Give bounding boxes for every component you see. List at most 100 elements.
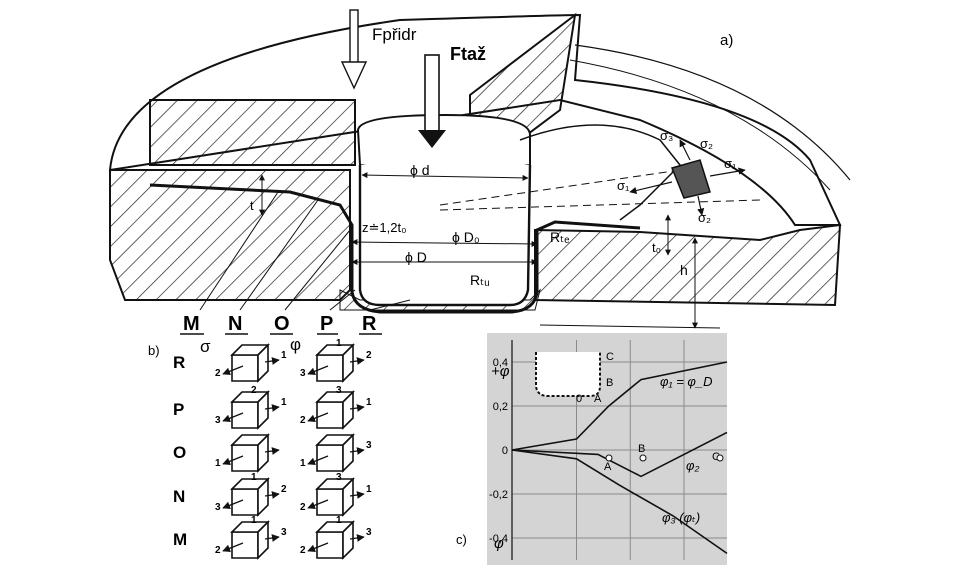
cube-axis-number: 2 [215,368,221,379]
cube-phi-m: 2 3 1 [300,515,372,560]
point-label-a: A [604,461,612,473]
strain-chart: 0,4 0,2 0 -0,2 -0,4 +φ φ c) C B 0 A φ₁ = φ_D… [456,333,728,565]
curve-label-phi2: φ₂ [686,458,699,473]
cube-axis-number: 3 [281,527,287,538]
dim-line-d [361,172,529,181]
zone-letter-p: P [320,313,333,335]
thickness-label-t: t [250,198,254,213]
cube-axis-number: 3 [215,415,221,426]
cube-axis-number: 3 [336,472,342,483]
cube-sigma-r: 21 [215,343,287,383]
cube-row-label-o: O [173,443,186,462]
inset-label-a: A [594,393,602,405]
cube-axis-number: 1 [366,397,372,408]
dim-label-D0: ϕ D₀ [452,229,480,245]
die-ring-arc-mid [569,59,831,191]
dash-line-b [439,199,761,211]
dash-line-a [439,169,681,206]
chart-inset-cup: C B 0 A [535,351,614,405]
series-line-2 [511,431,728,478]
stress-label-s2-top: σ₂ [700,136,713,151]
blankholder-left [149,99,356,166]
zone-letter-m: M [183,313,200,335]
y-tick-label: 0,4 [493,357,508,369]
die-right [534,223,842,307]
radius-label-rte: Rₜₑ [550,229,569,245]
y-tick-label: 0,2 [493,401,508,413]
die-ring-arc-inner [574,44,851,181]
punch [356,113,531,174]
baseline-h [539,324,721,329]
cube-phi-p: 2 1 3 [300,385,372,430]
drawing-tool-section: a) Fpřidr Ftaž ϕ d ϕ D₀ ϕ D z≐1,2t₀ t t₀… [108,9,851,335]
point-marker-c [716,454,724,462]
stress-label-s3: σ₃ [660,128,673,143]
point-marker-a [605,454,613,462]
y-tick-label: -0,2 [489,489,508,501]
chart-axis-top-label: +φ [491,363,510,380]
punch-body [358,164,532,307]
cube-axis-number: 1 [281,350,287,361]
cube-row-label-p: P [173,400,184,419]
cube-row-label-r: R [173,353,185,372]
column-label-phi: φ [290,335,301,354]
cube-sigma-n: 321 [215,472,287,517]
chart-y-ticks: 0,40,20-0,2-0,4 [489,357,508,545]
cube-axis-number: 2 [300,545,306,556]
inset-label-b: B [606,377,613,389]
chart-series [511,361,728,555]
curve-label-phi1: φ₁ = φ_D [660,374,713,389]
curve-label-phi3: φ₃ (φₜ) [662,510,700,525]
panel-label-b: b) [148,343,160,358]
cube-sigma-o: 1 [215,433,280,473]
force-label-punch: Ftaž [450,44,486,64]
zone-letter-r: R [362,313,377,335]
cube-axis-number: 1 [336,338,342,349]
cube-axis-number: 1 [366,484,372,495]
series-line-1 [511,361,728,451]
zone-leaders [199,191,411,311]
column-label-sigma: σ [200,337,211,356]
stress-label-s1-left: σ₁ [617,178,630,193]
zone-letter-row: M N O P R [183,313,377,335]
stress-label-s2-bottom: σ₂ [698,210,711,225]
inset-label-0: 0 [576,393,582,405]
cube-axis-number: 2 [300,415,306,426]
cube-axis-number: 2 [300,502,306,513]
zone-letter-o: O [274,313,290,335]
point-label-b: B [638,443,645,455]
cube-phi-n: 2 1 3 [300,472,372,517]
cube-axis-number: 3 [366,440,372,451]
cube-axis-number: 3 [336,385,342,396]
dim-line-D0 [351,239,538,247]
force-arrow-blankholder [340,9,368,90]
cube-axis-number: 3 [366,527,372,538]
thickness-label-t0: t₀ [652,240,661,255]
cube-axis-number: 1 [251,472,257,483]
cube-axis-number: 3 [215,502,221,513]
flange-sheet [519,124,682,221]
dim-label-d: ϕ d [410,162,430,178]
cube-phi-r: 321 [300,338,372,383]
cube-sigma-m: 2 3 1 [215,515,287,560]
cube-row-label-m: M [173,530,187,549]
cube-sigma-p: 312 [215,385,287,430]
series-line-3 [511,449,728,555]
y-tick-label: -0,4 [489,533,508,545]
cube-axis-number: 1 [251,515,257,526]
point-label-c: C [712,451,720,463]
die-ring-top [108,13,842,226]
point-marker-b [639,454,647,462]
radius-label-rtu: Rₜᵤ [470,272,490,288]
cube-phi-o: 13 [300,433,372,473]
cube-axis-number: 1 [336,515,342,526]
force-label-blankholder: Fpřidr [372,25,417,44]
cube-axis-number: 3 [300,368,306,379]
panel-label-c: c) [456,532,467,547]
chart-axis-bottom-label: φ [494,535,504,552]
cube-axis-number: 1 [281,397,287,408]
cube-axis-number: 2 [215,545,221,556]
